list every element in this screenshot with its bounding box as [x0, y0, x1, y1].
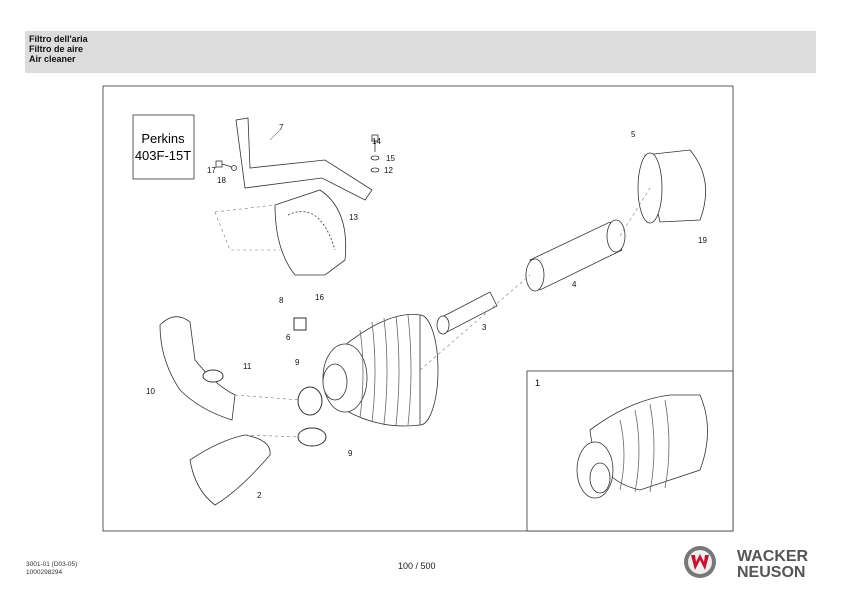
engine-model-box: Perkins 403F-15T	[132, 114, 195, 180]
callout-4: 4	[572, 280, 577, 289]
diagram-frame	[102, 85, 734, 532]
page-number: 100 / 500	[398, 561, 436, 571]
callout-9-upper: 9	[295, 358, 300, 367]
engine-model: 403F-15T	[135, 148, 191, 163]
callout-8: 8	[279, 296, 284, 305]
doc-code: 3001-01 (D03-05)	[26, 561, 78, 568]
part-inlet-funnel	[189, 434, 271, 506]
part-clamp-9a	[297, 386, 323, 416]
brand-line1: WACKER	[737, 548, 809, 565]
doc-number: 1000298294	[26, 568, 63, 576]
document-codes: 3001-01 (D03-05) 1000298294	[26, 561, 77, 576]
page-header: Filtro dell'aria Filtro de aire Air clea…	[25, 31, 816, 73]
callout-10: 10	[146, 387, 155, 396]
brand-line2: NEUSON	[737, 564, 805, 580]
part-hose-clamp	[202, 369, 224, 383]
part-valve	[293, 317, 307, 331]
callout-9-lower: 9	[348, 449, 353, 458]
title-english: Air cleaner	[29, 54, 76, 64]
part-air-cleaner-housing	[322, 314, 439, 427]
part-mounting-band	[274, 189, 347, 276]
assembled-air-cleaner	[576, 394, 708, 499]
title-spanish: Filtro de aire	[29, 44, 84, 54]
callout-13: 13	[349, 213, 358, 222]
engine-make: Perkins	[141, 131, 185, 146]
part-clamp-9b	[297, 427, 327, 447]
part-bolts	[215, 134, 380, 173]
part-main-filter-element	[525, 219, 626, 292]
callout-5: 5	[631, 130, 636, 139]
part-bracket	[235, 117, 373, 201]
wacker-neuson-logo: WACKER NEUSON	[684, 546, 809, 580]
callout-6: 6	[286, 333, 291, 342]
callout-7: 7	[279, 123, 284, 132]
callout-15: 15	[386, 154, 395, 163]
callout-3: 3	[482, 323, 487, 332]
callout-18: 18	[217, 176, 226, 185]
callout-11: 11	[243, 362, 252, 371]
callout-12: 12	[384, 166, 393, 175]
part-cover	[637, 149, 706, 224]
callouts: 7 14 15 12 17 18 5 19 13 4 3 8 16 6 11 1…	[146, 123, 707, 500]
callout-17: 17	[207, 166, 216, 175]
callout-19: 19	[698, 236, 707, 245]
callout-2: 2	[257, 491, 262, 500]
title-italian: Filtro dell'aria	[29, 34, 88, 44]
logo-w-icon	[691, 554, 709, 570]
callout-14: 14	[372, 137, 381, 146]
callout-16: 16	[315, 293, 324, 302]
part-safety-filter-element	[436, 291, 498, 335]
inset-label: 1	[535, 378, 540, 388]
part-intake-hose	[159, 316, 236, 421]
